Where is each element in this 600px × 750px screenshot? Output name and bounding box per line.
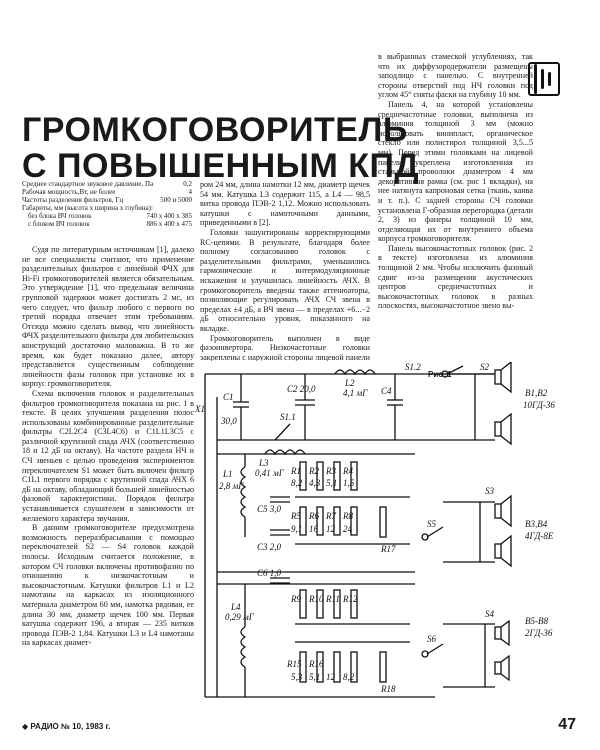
label-b12-type: 10ГД-36 xyxy=(523,400,555,410)
label-v10: 5,1 xyxy=(309,672,320,682)
label-r6: R6 xyxy=(308,511,319,521)
label-r12: R12 xyxy=(342,594,358,604)
label-v3: 5,1 xyxy=(326,478,337,488)
paragraph: Громкоговоритель выполнен в виде фазоинв… xyxy=(200,333,370,362)
label-c6: C6 1,0 xyxy=(257,568,282,578)
paragraph: Головки зашунтированы корректирующими RC… xyxy=(200,227,370,333)
label-b12: В1,В2 xyxy=(525,388,548,398)
label-s4: S4 xyxy=(485,609,495,619)
label-s5: S5 xyxy=(427,519,437,529)
label-s6: S6 xyxy=(427,634,437,644)
label-s2: S2 xyxy=(480,362,490,372)
label-v6: 16 xyxy=(309,524,319,534)
page-number: 47 xyxy=(558,716,576,733)
column-2: ром 24 мм, длина намотки 12 мм, диаметр … xyxy=(200,180,370,361)
label-l4: L4 xyxy=(230,602,241,612)
footer-issue: ◆ РАДИО № 10, 1983 г. xyxy=(22,722,111,731)
label-s11: S1.1 xyxy=(280,412,296,422)
paragraph: Схема включения головок и разделительных… xyxy=(22,388,194,523)
label-v9: 5,3 xyxy=(291,672,303,682)
label-c3: C3 2,0 xyxy=(257,542,282,552)
label-l1: L1 xyxy=(222,469,233,479)
label-l1-value: 2,8 мГ xyxy=(219,481,244,491)
title-line-2: С ПОВЫШЕННЫМ КПД xyxy=(22,147,420,185)
label-v4: 1,5 xyxy=(343,478,355,488)
label-r5: R5 xyxy=(290,511,301,521)
spec-row: Габариты, мм (высота х ширина х глубина)… xyxy=(22,204,153,212)
label-r11: R11 xyxy=(325,594,340,604)
label-l3: L3 xyxy=(258,458,269,468)
label-l3-value: 0,41 мГ xyxy=(255,468,285,478)
label-r10: R10 xyxy=(308,594,324,604)
label-b58: В5-В8 xyxy=(525,616,548,626)
specs-table: Среднее стандартное звуковое давление, П… xyxy=(22,180,192,228)
label-b34-type: 4ГД-8Е xyxy=(525,531,554,541)
label-v7: 12 xyxy=(326,524,336,534)
label-r17: R17 xyxy=(380,544,396,554)
column-1: Судя по литературным источникам [1], дал… xyxy=(22,245,194,710)
column-3: в выбранных стамеской углублениях, так ч… xyxy=(378,52,533,364)
label-v5: 9,1 xyxy=(291,524,302,534)
paragraph: Панель высокочастотных головок (рис. 2 в… xyxy=(378,243,533,311)
label-r15: R15 xyxy=(286,659,302,669)
magazine-speaker-icon xyxy=(528,62,560,96)
label-r16: R16 xyxy=(308,659,324,669)
label-s3: S3 xyxy=(485,486,495,496)
label-l2: L2 xyxy=(344,378,355,388)
paragraph: в выбранных стамеской углублениях, так ч… xyxy=(378,52,533,100)
label-r18: R18 xyxy=(380,684,396,694)
label-l4-value: 0,29 мГ xyxy=(225,612,255,622)
spec-row: Среднее стандартное звуковое давление, П… xyxy=(22,180,192,188)
label-r2: R2 xyxy=(308,466,319,476)
label-c1-value: 30,0 xyxy=(220,416,237,426)
label-r4: R4 xyxy=(342,466,353,476)
label-c2: C2 20,0 xyxy=(287,384,316,394)
paragraph: Судя по литературным источникам [1], дал… xyxy=(22,245,194,389)
label-r1: R1 xyxy=(290,466,301,476)
label-r7: R7 xyxy=(325,511,336,521)
label-v1: 8,2 xyxy=(291,478,303,488)
article-title: ГРОМКОГОВОРИТЕЛЬ С ПОВЫШЕННЫМ КПД xyxy=(22,111,420,185)
label-c1: C1 xyxy=(223,392,234,402)
label-b34: В3,В4 xyxy=(525,519,548,529)
label-r8: R8 xyxy=(342,511,353,521)
paragraph: В данном громкоговорителе предусмотрена … xyxy=(22,523,194,648)
label-v11: 12 xyxy=(326,672,336,682)
label-r3: R3 xyxy=(325,466,336,476)
title-line-1: ГРОМКОГОВОРИТЕЛЬ xyxy=(22,111,408,149)
label-v8: 24 xyxy=(343,524,353,534)
label-v2: 4,3 xyxy=(309,478,321,488)
label-s12: S1.2 xyxy=(405,362,421,372)
label-c4: C4 xyxy=(381,386,392,396)
label-r9: R9 xyxy=(290,594,301,604)
label-l2-value: 4,1 мГ xyxy=(343,388,368,398)
circuit-schematic: X1 S1.2 S2 S1.1 C1 30,0 C2 20,0 C4 L2 4,… xyxy=(195,362,555,698)
label-b58-type: 2ГД-36 xyxy=(525,628,553,638)
label-x1: X1 xyxy=(195,404,205,414)
paragraph: ром 24 мм, длина намотки 12 мм, диаметр … xyxy=(200,180,370,228)
label-c5: C5 3,0 xyxy=(257,504,282,514)
paragraph: Панель 4, на которой установлены среднеч… xyxy=(378,99,533,244)
label-v12: 8,2 xyxy=(343,672,355,682)
